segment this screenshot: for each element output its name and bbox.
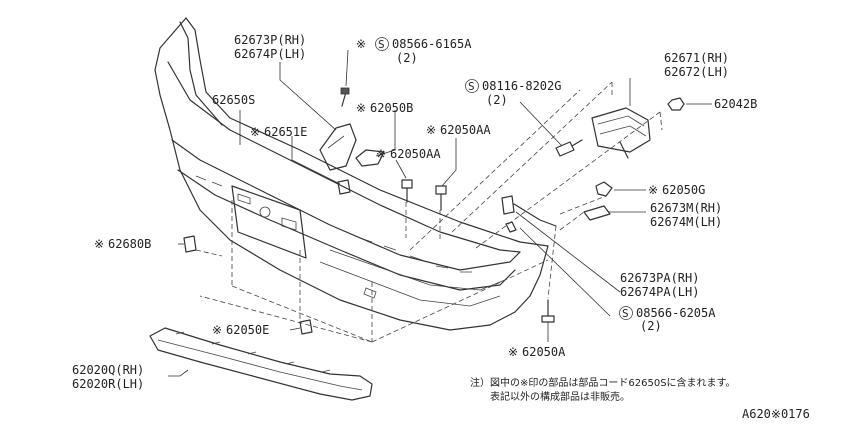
circled-s-glyph: S: [622, 307, 629, 320]
note-line-1: 注）図中の※印の部品は部品コード62650Sに含まれます。: [470, 376, 736, 389]
label-62672-lh: 62672(LH): [664, 65, 729, 79]
label-62674M-lh: 62674M(LH): [650, 215, 722, 229]
asterisk-mark: ※: [212, 323, 222, 337]
alignment-lines: [195, 81, 663, 343]
qty-08116-8202G: (2): [486, 93, 508, 107]
label-08566-6165A: 08566-6165A: [392, 37, 472, 51]
clip-62050B: [355, 149, 385, 167]
clip-62050G: [595, 181, 613, 197]
footnote: 注）図中の※印の部品は部品コード62650Sに含まれます。 表記以外の構成部品は…: [470, 376, 736, 403]
bolt-08116-8202G: [555, 139, 583, 157]
asterisk-mark: ※: [648, 183, 658, 197]
qty-08566-6205A: (2): [640, 319, 662, 333]
label-62674PA-lh: 62674PA(LH): [620, 285, 699, 299]
label-62673M-rh: 62673M(RH): [650, 201, 722, 215]
label-62042B: 62042B: [714, 97, 757, 111]
label-62020Q-rh: 62020Q(RH): [72, 363, 144, 377]
asterisk-mark: ※: [376, 147, 386, 161]
note-line-2: 表記以外の構成部品は非販売。: [490, 390, 630, 403]
asterisk-mark: ※: [426, 123, 436, 137]
circled-s-icon: [619, 306, 633, 320]
part-labels: 62673P(RH) 62674P(LH) ※ 08566-6165A (2) …: [72, 33, 757, 391]
asterisk-mark: ※: [508, 345, 518, 359]
label-62651E: 62651E: [264, 125, 307, 139]
label-62671-rh: 62671(RH): [664, 51, 729, 65]
screw-head-icon: [340, 87, 350, 95]
label-62050A: 62050A: [522, 345, 566, 359]
label-62050E: 62050E: [226, 323, 269, 337]
bracket-62673M: [583, 205, 611, 221]
asterisk-mark: ※: [250, 125, 260, 139]
diagram-code: A620※0176: [742, 407, 810, 421]
asterisk-mark: ※: [94, 237, 104, 251]
label-62050AA-upper: 62050AA: [440, 123, 491, 137]
screw-symbol-icons: S S S: [375, 37, 633, 320]
label-62020R-lh: 62020R(LH): [72, 377, 144, 391]
label-62673P-rh: 62673P(RH): [234, 33, 306, 47]
label-62673PA-rh: 62673PA(RH): [620, 271, 699, 285]
lower-moulding: [149, 327, 373, 401]
circled-s-glyph: S: [468, 80, 475, 93]
circled-s-glyph: S: [378, 38, 385, 51]
label-62050G: 62050G: [662, 183, 705, 197]
label-08116-8202G: 08116-8202G: [482, 79, 561, 93]
label-62650S: 62650S: [212, 93, 255, 107]
circled-s-icon: [465, 79, 479, 93]
circled-s-icon: [375, 37, 389, 51]
label-62050AA-lower: 62050AA: [390, 147, 441, 161]
leader-lines: [168, 49, 712, 377]
label-62680B: 62680B: [108, 237, 151, 251]
label-62674P-lh: 62674P(LH): [234, 47, 306, 61]
label-08566-6205A: 08566-6205A: [636, 306, 716, 320]
asterisk-mark: ※: [356, 37, 366, 51]
qty-08566-6165A: (2): [396, 51, 418, 65]
bracket-62671: [591, 107, 651, 159]
bolts-62050AA: [401, 179, 447, 211]
bracket-62673P: [319, 87, 357, 171]
bracket-62673PA: [501, 195, 557, 233]
asterisk-mark: ※: [356, 101, 366, 115]
grommet-62651E: [337, 179, 351, 195]
clip-62050E: [299, 319, 313, 335]
nut-62042B: [667, 97, 685, 111]
clip-62680B: [183, 235, 197, 253]
label-62050B: 62050B: [370, 101, 413, 115]
bumper-fascia: [154, 17, 549, 331]
bolt-62050A: [541, 299, 555, 323]
